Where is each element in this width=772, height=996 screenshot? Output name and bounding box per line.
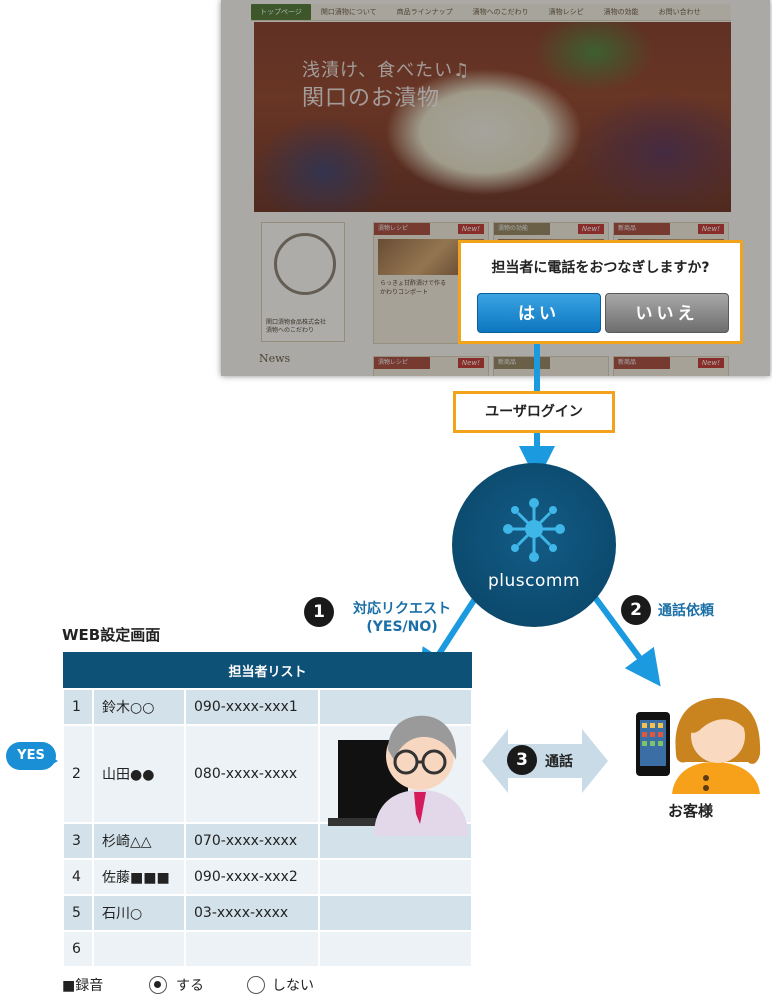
nav-item-recipe[interactable]: 漬物レシピ [548, 8, 584, 16]
row-number: 5 [62, 894, 94, 932]
nav-item-top[interactable]: トップページ [251, 4, 311, 20]
step-1-label: 対応リクエスト (YES/NO) [340, 600, 464, 636]
operator-illustration [328, 715, 468, 836]
step-1-line2: (YES/NO) [366, 619, 438, 635]
step-1-badge: 1 [304, 597, 334, 627]
record-off-label: しない [272, 978, 314, 994]
empty-cell [318, 858, 473, 896]
staff-name: 石川○ [92, 894, 186, 932]
hero-title-line2: 関口のお漬物 [302, 86, 441, 111]
table-row[interactable]: 4 佐藤■■■ 090-xxxx-xxx2 [62, 858, 473, 896]
row-number: 1 [62, 688, 94, 726]
staff-list-table: 担当者リスト 1 鈴木○○ 090-xxxx-xxx1 2 山田●● 080-x… [62, 652, 473, 968]
nav-item-about[interactable]: 関口漬物について [320, 8, 377, 16]
call-double-arrow [482, 729, 608, 793]
pluscomm-logo-icon [503, 498, 565, 562]
card-category: 漬物の効能 [494, 223, 550, 235]
table-row[interactable]: 6 [62, 930, 473, 968]
record-on-label: する [176, 978, 204, 994]
no-button[interactable]: いいえ [605, 293, 729, 333]
staff-phone: 070-xxxx-xxxx [184, 822, 320, 860]
radio-selected-dot [154, 981, 161, 988]
staff-phone: 080-xxxx-xxxx [184, 724, 320, 824]
brush-card-caption: 漬物へのこだわり [266, 327, 315, 334]
nav-item-benefits[interactable]: 漬物の効能 [603, 8, 639, 16]
row-number: 2 [62, 724, 94, 824]
row-number: 3 [62, 822, 94, 860]
brush-calligraphy-card[interactable]: 関口漬物食品株式会社 漬物へのこだわり [261, 222, 345, 342]
empty-cell [318, 688, 473, 726]
web-settings-title: WEB設定画面 [62, 626, 161, 644]
dialog-question: 担当者に電話をおつなぎしますか? [491, 260, 710, 276]
staff-phone: 090-xxxx-xxx2 [184, 858, 320, 896]
site-card-new-product-3[interactable]: 新商品 New! [613, 356, 729, 376]
step-2-badge: 2 [621, 595, 651, 625]
staff-name: 杉崎△△ [92, 822, 186, 860]
staff-phone: 090-xxxx-xxx1 [184, 688, 320, 726]
call-confirm-dialog: 担当者に電話をおつなぎしますか? はい いいえ [458, 240, 743, 344]
staff-name [92, 930, 186, 968]
customer-illustration [636, 698, 761, 794]
staff-phone: 03-xxxx-xxxx [184, 894, 320, 932]
news-heading: News [259, 352, 291, 365]
site-card-recipe-2[interactable]: 漬物レシピ New! [373, 356, 489, 376]
table-row[interactable]: 1 鈴木○○ 090-xxxx-xxx1 [62, 688, 473, 726]
record-off-radio[interactable] [247, 976, 265, 994]
nav-item-commitment[interactable]: 漬物へのこだわり [472, 8, 529, 16]
staff-name: 鈴木○○ [92, 688, 186, 726]
empty-cell [318, 930, 473, 968]
new-badge: New! [457, 224, 484, 234]
staff-phone [184, 930, 320, 968]
nav-item-contact[interactable]: お問い合わせ [658, 8, 701, 16]
staff-name: 佐藤■■■ [92, 858, 186, 896]
card-text-line2: かわりコンポート [380, 289, 429, 296]
row-number: 4 [62, 858, 94, 896]
new-badge: New! [697, 224, 724, 234]
card-text-line1: らっきょ甘酢漬けで作る [380, 280, 447, 287]
staff-name: 山田●● [92, 724, 186, 824]
yes-badge: YES [6, 742, 56, 770]
step-2-label: 通話依頼 [658, 603, 714, 619]
customer-label: お客様 [668, 802, 714, 820]
hub-to-customer-arrow [591, 594, 661, 687]
card-category: 新商品 [614, 223, 670, 235]
hero-title-line1: 浅漬け、食べたい♫ [302, 60, 471, 81]
row-number: 6 [62, 930, 94, 968]
step-3-label: 通話 [545, 754, 573, 770]
yes-button[interactable]: はい [477, 293, 601, 333]
new-badge: New! [457, 358, 484, 368]
card-category: 漬物レシピ [374, 357, 430, 369]
empty-cell [318, 894, 473, 932]
step-1-line1: 対応リクエスト [353, 601, 451, 617]
calligraphy-illustration [274, 233, 336, 295]
site-nav: トップページ 関口漬物について 商品ラインナップ 漬物へのこだわり 漬物レシピ … [251, 4, 731, 21]
record-label: ■録音 [62, 978, 104, 994]
nav-item-lineup[interactable]: 商品ラインナップ [396, 8, 453, 16]
pluscomm-hub: pluscomm [452, 463, 616, 627]
card-category: 新商品 [614, 357, 670, 369]
table-header: 担当者リスト [63, 652, 472, 689]
brush-card-text: 関口漬物食品株式会社 漬物へのこだわり [266, 319, 326, 335]
new-badge: New! [697, 358, 724, 368]
user-login-box: ユーザログイン [453, 391, 615, 433]
brush-card-company: 関口漬物食品株式会社 [266, 319, 327, 326]
hero-image: 浅漬け、食べたい♫ 関口のお漬物 [254, 22, 731, 212]
table-row[interactable]: 5 石川○ 03-xxxx-xxxx [62, 894, 473, 932]
pluscomm-logo-text: pluscomm [487, 571, 580, 591]
card-text: らっきょ甘酢漬けで作る かわりコンポート [380, 279, 446, 297]
card-category: 漬物レシピ [374, 223, 430, 235]
step-3-badge: 3 [507, 745, 537, 775]
new-badge: New! [577, 224, 604, 234]
record-on-radio[interactable] [149, 976, 167, 994]
